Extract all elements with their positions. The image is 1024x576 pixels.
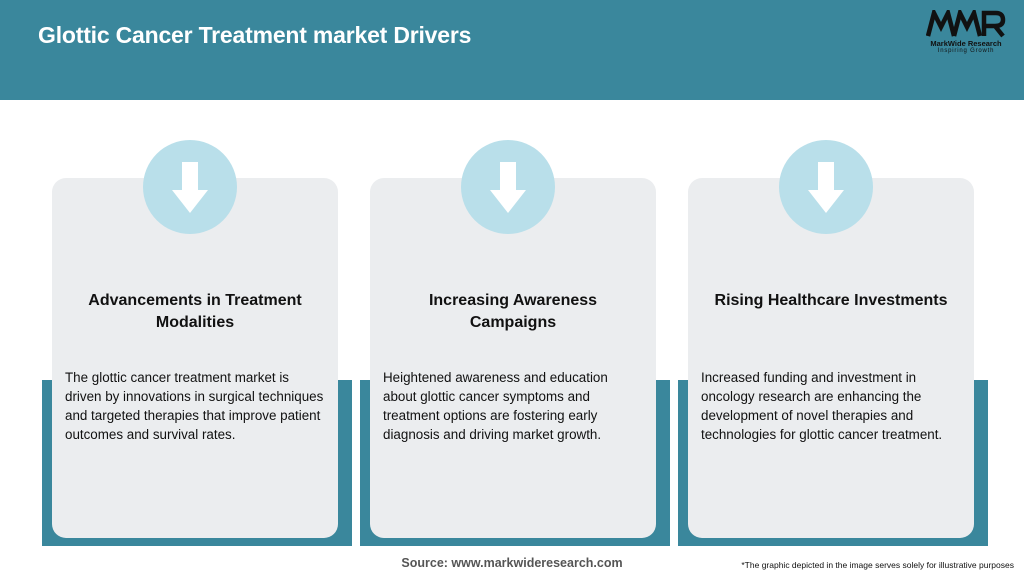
arrow-down-icon (808, 162, 844, 213)
card-description: Heightened awareness and education about… (383, 370, 608, 442)
card-description: Increased funding and investment in onco… (701, 370, 943, 442)
mwr-logo-icon (926, 10, 1006, 38)
icon-circle (143, 140, 237, 234)
arrow-down-icon (172, 162, 208, 213)
card-panel: Advancements in Treatment Modalities The… (52, 178, 338, 538)
card-title: Increasing Awareness Campaigns (428, 292, 598, 331)
card-description: The glottic cancer treatment market is d… (65, 370, 324, 442)
card-panel: Rising Healthcare Investments Increased … (688, 178, 974, 538)
company-logo: MarkWide Research Inspiring Growth (920, 10, 1012, 58)
source-credit: Source: www.markwideresearch.com (401, 556, 623, 570)
driver-card-3: Rising Healthcare Investments Increased … (678, 140, 988, 550)
header-banner: Glottic Cancer Treatment market Drivers … (0, 0, 1024, 100)
driver-card-2: Increasing Awareness Campaigns Heightene… (360, 140, 670, 550)
card-title: Advancements in Treatment Modalities (88, 292, 302, 331)
logo-tagline: Inspiring Growth (937, 48, 995, 54)
card-panel: Increasing Awareness Campaigns Heightene… (370, 178, 656, 538)
icon-circle (779, 140, 873, 234)
icon-circle (461, 140, 555, 234)
disclaimer-note: *The graphic depicted in the image serve… (741, 560, 1014, 570)
page-title: Glottic Cancer Treatment market Drivers (38, 22, 472, 48)
card-title: Rising Healthcare Investments (714, 292, 948, 309)
logo-name: MarkWide Research (930, 39, 1002, 48)
driver-card-1: Advancements in Treatment Modalities The… (42, 140, 352, 550)
arrow-down-icon (490, 162, 526, 213)
